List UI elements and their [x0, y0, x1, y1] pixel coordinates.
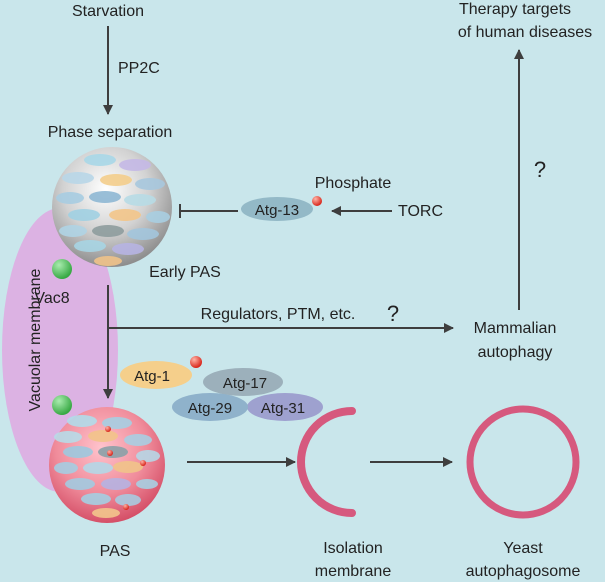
yeast-autophagosome	[466, 405, 580, 519]
isolation-membrane-line2: membrane	[315, 563, 392, 580]
isolation-membrane-line1: Isolation	[323, 540, 383, 557]
phosphate-label: Phosphate	[315, 175, 392, 192]
phase-separation-label: Phase separation	[48, 124, 173, 141]
early-pas-sphere	[52, 147, 172, 267]
atg1-protein	[120, 361, 192, 389]
regulators-question: ?	[387, 301, 399, 326]
regulators-label: Regulators, PTM, etc.	[201, 306, 356, 323]
atg13-phosphate-dot	[312, 196, 322, 206]
atg13-protein	[241, 197, 313, 221]
pp2c-label: PP2C	[118, 60, 160, 77]
atg17-protein	[203, 368, 283, 396]
isolation-membrane	[297, 407, 356, 517]
torc-label: TORC	[398, 203, 443, 220]
vac8-protein-pas	[52, 395, 72, 415]
atg17-label: Atg-17	[223, 375, 267, 392]
therapy-question: ?	[534, 157, 546, 182]
atg13-label: Atg-13	[255, 202, 299, 219]
pas-label: PAS	[100, 543, 131, 560]
atg29-label: Atg-29	[188, 400, 232, 417]
yeast-autophagosome-line2: autophagosome	[466, 563, 581, 580]
atg1-phosphate-dot	[190, 356, 202, 368]
vac8-label: Vac8	[34, 290, 69, 307]
atg29-protein	[172, 393, 248, 421]
pas-sphere	[49, 407, 165, 523]
atg31-label: Atg-31	[261, 400, 305, 417]
yeast-autophagosome-line1: Yeast	[503, 540, 543, 557]
therapy-targets-line1: Therapy targets	[459, 1, 571, 18]
vacuolar-membrane-label: Vacuolar membrane	[27, 268, 44, 411]
therapy-targets-line2: of human diseases	[458, 24, 592, 41]
mammalian-autophagy-line1: Mammalian	[474, 320, 557, 337]
mammalian-autophagy-line2: autophagy	[478, 344, 553, 361]
atg31-protein	[247, 393, 323, 421]
early-pas-label: Early PAS	[149, 264, 221, 281]
atg1-label: Atg-1	[134, 368, 170, 385]
vac8-protein	[52, 259, 72, 279]
starvation-label: Starvation	[72, 3, 144, 20]
